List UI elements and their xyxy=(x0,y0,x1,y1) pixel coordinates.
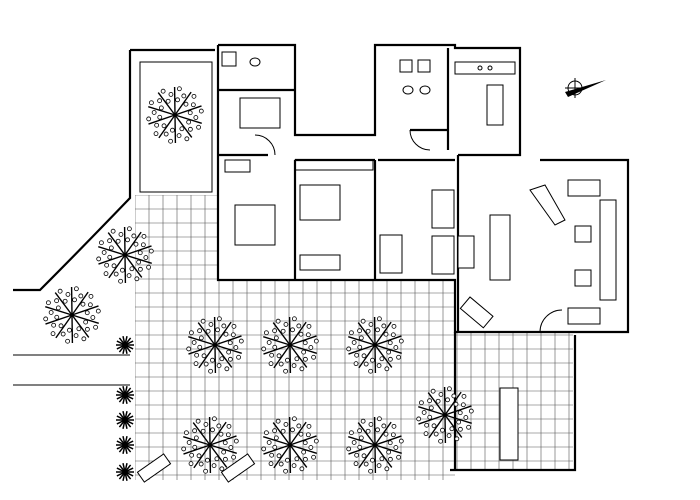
tree-icon xyxy=(146,86,204,144)
tree-icon xyxy=(416,386,474,444)
piano xyxy=(529,184,566,226)
tree-icon xyxy=(261,416,319,474)
compass-north-arrow-icon xyxy=(565,78,606,98)
garden-bed xyxy=(139,61,213,193)
trees xyxy=(43,86,474,481)
garden-boundary xyxy=(13,48,215,386)
palm-icon xyxy=(116,386,134,404)
tree-icon xyxy=(96,226,154,284)
tree-icon xyxy=(346,416,404,474)
tree-icon xyxy=(261,316,319,374)
loungers xyxy=(136,453,256,483)
kitchen-furniture xyxy=(454,61,516,126)
tree-icon xyxy=(346,316,404,374)
sofa xyxy=(567,179,601,197)
bedroom-furniture xyxy=(224,97,455,275)
tree-icon xyxy=(186,316,244,374)
sofa xyxy=(599,199,617,301)
dining-table xyxy=(489,214,511,281)
outdoor-dining xyxy=(499,387,519,461)
building-walls xyxy=(216,43,630,472)
sofa xyxy=(567,307,601,325)
tree-icon xyxy=(43,286,101,344)
palm-icon xyxy=(116,436,134,454)
tree-icon xyxy=(181,416,239,474)
palm-icon xyxy=(116,411,134,429)
bathroom-fixtures xyxy=(221,51,431,95)
living-room-furniture xyxy=(457,179,617,329)
palm-icon xyxy=(116,463,134,481)
palm-icon xyxy=(116,336,134,354)
